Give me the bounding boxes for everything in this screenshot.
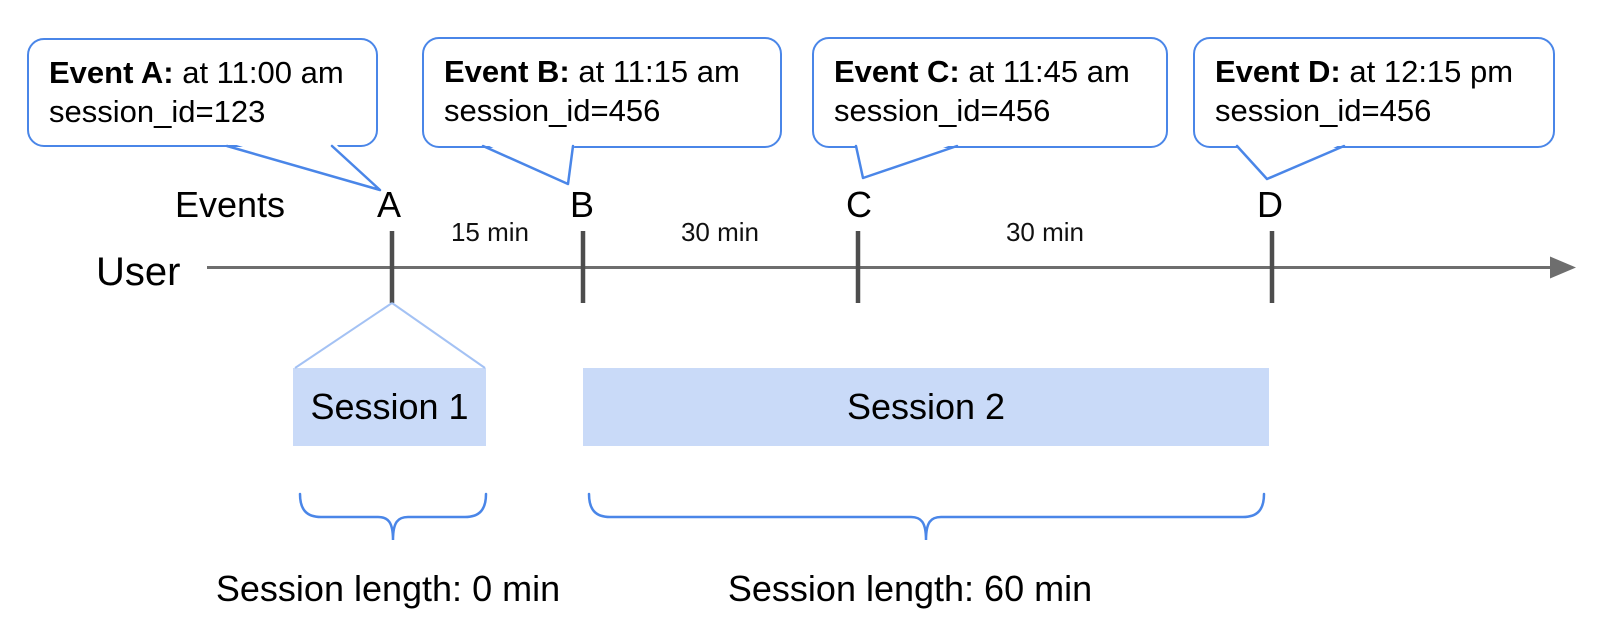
- callout-event-d-time: at 12:15 pm: [1349, 54, 1514, 89]
- callout-event-c-title: Event C:: [834, 54, 960, 89]
- callout-d-tail-edge: [1235, 144, 1346, 181]
- timeline-arrowhead-icon: [1550, 256, 1576, 279]
- session-1-label: Session 1: [310, 386, 469, 427]
- session-1-funnel-right: [391, 302, 486, 369]
- callout-event-c-time: at 11:45 am: [968, 54, 1130, 89]
- event-marker-b: B: [569, 184, 595, 225]
- callout-a-tail: [227, 142, 380, 190]
- callout-event-d-title: Event D:: [1215, 54, 1341, 89]
- event-marker-a: A: [376, 184, 402, 225]
- session-2-length-label: Session length: 60 min: [727, 568, 1093, 609]
- callout-event-a: Event A: at 11:00 am session_id=123: [27, 38, 378, 147]
- session-1-bar: Session 1: [293, 368, 486, 446]
- callout-event-b-time: at 11:15 am: [578, 54, 740, 89]
- callout-event-a-line1: Event A: at 11:00 am: [49, 53, 356, 92]
- callout-event-b: Event B: at 11:15 am session_id=456: [422, 37, 782, 148]
- session-2-label: Session 2: [846, 386, 1006, 427]
- callout-event-c-session-id: session_id=456: [834, 93, 1051, 128]
- callout-event-b-line1: Event B: at 11:15 am: [444, 52, 760, 91]
- timeline-owner-label: User: [96, 250, 181, 294]
- callout-b-tail: [481, 142, 575, 184]
- callout-event-a-session-id: session_id=123: [49, 94, 266, 129]
- callout-event-d: Event D: at 12:15 pm session_id=456: [1193, 37, 1555, 148]
- callout-event-d-line1: Event D: at 12:15 pm: [1215, 52, 1533, 91]
- events-row-label: Events: [174, 184, 286, 225]
- callout-event-c: Event C: at 11:45 am session_id=456: [812, 37, 1168, 148]
- callout-b-tail-edge: [481, 144, 575, 186]
- session-1-brace: [298, 492, 488, 541]
- event-marker-c: C: [846, 184, 872, 225]
- callout-event-a-title: Event A:: [49, 55, 174, 90]
- callout-event-b-title: Event B:: [444, 54, 570, 89]
- callout-event-b-session-id: session_id=456: [444, 93, 661, 128]
- session-1-funnel-left: [294, 302, 393, 369]
- session-2-bar: Session 2: [583, 368, 1269, 446]
- callout-event-c-line1: Event C: at 11:45 am: [834, 52, 1146, 91]
- session-2-brace: [587, 492, 1266, 541]
- interval-c-d: 30 min: [1005, 217, 1085, 247]
- interval-b-c: 30 min: [680, 217, 760, 247]
- callout-c-tail-edge: [854, 144, 959, 180]
- callout-event-d-session-id: session_id=456: [1215, 93, 1432, 128]
- session-1-length-label: Session length: 0 min: [215, 568, 561, 609]
- interval-a-b: 15 min: [450, 217, 530, 247]
- event-marker-d: D: [1257, 184, 1283, 225]
- callout-event-a-time: at 11:00 am: [182, 55, 344, 90]
